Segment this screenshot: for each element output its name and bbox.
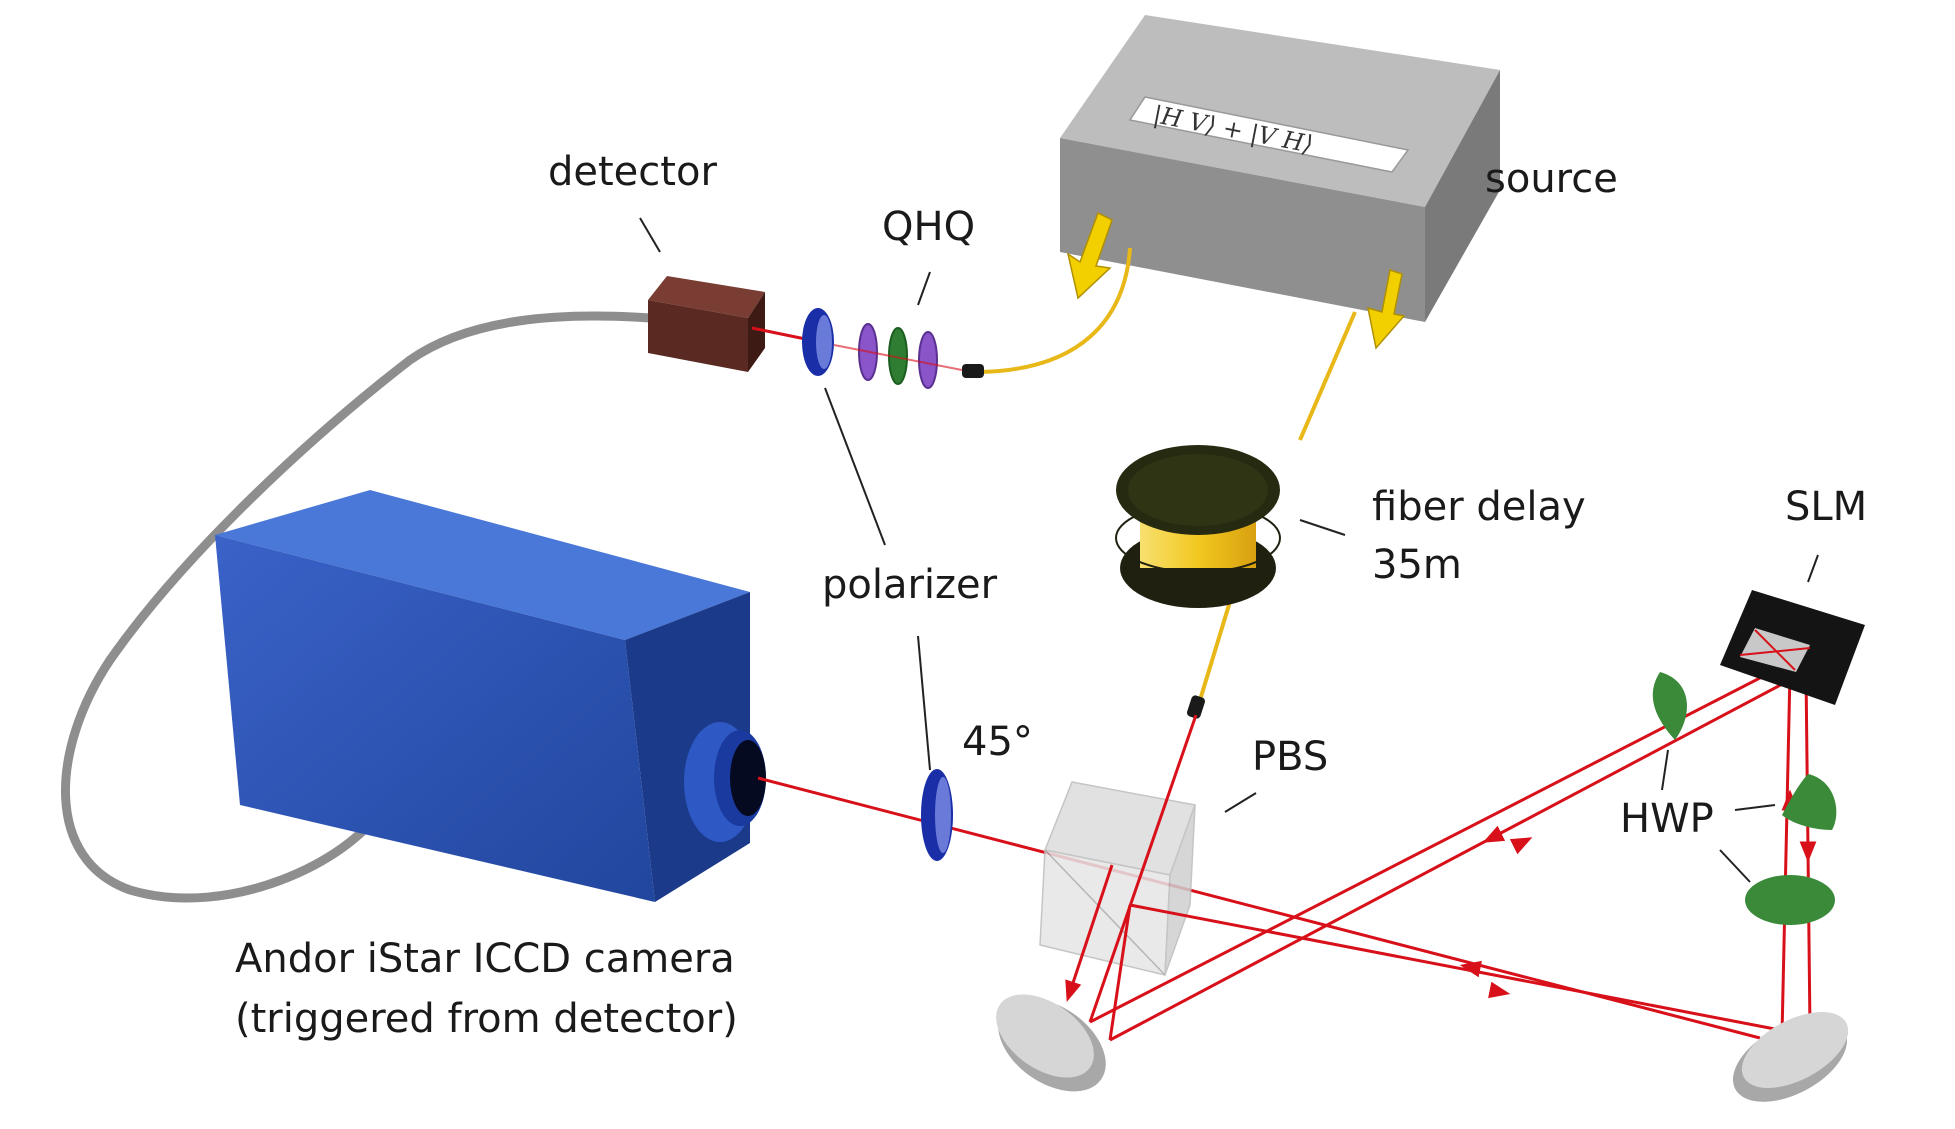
leader-slm: [1807, 554, 1819, 583]
leader-detector: [639, 217, 661, 253]
hwp-2: [1782, 774, 1837, 830]
source-box: |H V⟩ + |V H⟩: [1060, 15, 1500, 322]
beam-direction-arrow: [1509, 837, 1533, 855]
leader-polarizer-bottom: [917, 635, 931, 771]
beam-direction-arrow: [1482, 825, 1506, 843]
beam-direction-arrow: [1488, 981, 1511, 999]
laser-beam: [1780, 671, 1792, 1036]
quarter-waveplate-2: [918, 331, 938, 389]
laser-beam: [1129, 903, 1781, 1032]
fiber-delay-length-label: 35m: [1372, 542, 1462, 588]
fiber-connector: [962, 364, 984, 378]
source-front: [1060, 138, 1425, 322]
detector-label: detector: [548, 149, 717, 195]
trigger-cable: [61, 311, 655, 903]
leader-qhq: [917, 271, 931, 306]
laser-beam: [1108, 904, 1132, 1041]
state-label-panel: [1128, 96, 1410, 173]
hwp-3: [1745, 875, 1835, 925]
qhq-label: QHQ: [882, 204, 975, 250]
hwp-1: [1652, 672, 1687, 740]
beam-direction-arrow: [1459, 960, 1482, 978]
leader-hwp-2: [1734, 804, 1776, 811]
down-arrow-icon: [1066, 211, 1113, 300]
polarizer-45: [921, 769, 953, 861]
leader-hwp-3: [1719, 849, 1751, 883]
source-side: [1425, 70, 1500, 322]
leader-fiber-delay: [1299, 519, 1346, 536]
laser-beam: [833, 344, 963, 371]
camera-label: Andor iStar ICCD camera: [235, 936, 735, 982]
polarizer-top: [802, 308, 834, 376]
source-label: source: [1485, 156, 1618, 202]
slm-label: SLM: [1785, 484, 1867, 530]
fiber-to-delay: [1298, 311, 1357, 441]
fiber-connector: [1186, 695, 1206, 719]
fiber-delay-to-pbs: [1198, 594, 1234, 701]
fiber-delay-label: fiber delay: [1372, 484, 1586, 530]
camera-icon: [215, 490, 766, 902]
polarizer-label: polarizer: [822, 562, 998, 608]
angle-label: 45°: [962, 719, 1033, 765]
leader-pbs: [1224, 792, 1257, 813]
leader-polarizer-top: [824, 387, 886, 546]
leader-hwp-1: [1661, 749, 1669, 791]
fiber-to-qhq: [979, 247, 1132, 374]
laser-beam: [1088, 714, 1198, 1023]
fiber-spool-icon: [1115, 445, 1281, 608]
laser-beam: [757, 776, 1761, 1040]
mirror-icon: [1732, 1012, 1849, 1102]
laser-beam: [1065, 864, 1114, 1002]
hwp-label: HWP: [1620, 796, 1714, 842]
pbs-label: PBS: [1252, 734, 1328, 780]
down-arrow-icon: [1367, 269, 1406, 350]
mirror-icon: [996, 994, 1106, 1092]
slm-device: [1720, 590, 1865, 705]
laser-beam: [1109, 670, 1806, 1042]
detector-box: [648, 276, 765, 372]
camera-trigger-label: (triggered from detector): [235, 996, 738, 1042]
